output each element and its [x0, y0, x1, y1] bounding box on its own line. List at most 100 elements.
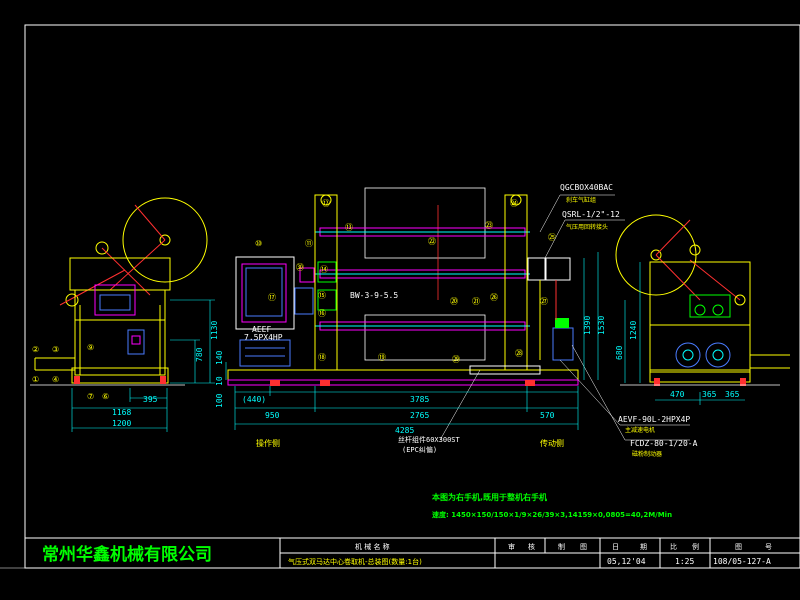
title-block: 常州华鑫机械有限公司 机 械 名 称 审 核 制 图 日 期 比 例 图 号 气… — [24, 537, 800, 569]
left-view-dimensions — [71, 299, 215, 432]
front-view-dimensions — [225, 252, 599, 430]
front-view: ⑩ ⑪ ⑫ ⑬ ⑭ ⑮ ⑯ ⑰ ⑱ ⑲ ⑳ ㉑ ㉒ ㉓ ㉔ ㉕ ㉖ ㉗ ㉘ ㉙ … — [215, 183, 698, 458]
left-frame-body — [74, 289, 166, 376]
part-label: ㉖ — [490, 293, 498, 302]
tb-header-label: 机 械 名 称 — [355, 542, 390, 551]
drawing-title: 气压式双马达中心卷取机-总装图(数量:1台) — [288, 557, 422, 566]
part-label: ㉕ — [548, 233, 556, 242]
dim-label: 140 — [215, 350, 224, 365]
part-label: ㉑ — [472, 297, 480, 306]
dim-label: 1200 — [112, 419, 131, 428]
brake-callout: FCDZ-80-1/20-A — [630, 439, 698, 448]
dim-label: 470 — [670, 390, 685, 399]
right-motor-desc: 主减速电机 — [625, 426, 655, 434]
dim-label: 1390 — [583, 316, 592, 335]
part-label: ① — [32, 375, 39, 384]
left-part-callouts: ② ③ ⑨ ① ④ ⑦ ⑥ — [32, 343, 109, 401]
dim-label: 1130 — [210, 321, 219, 340]
reducer-callout: BW-3-9-5.5 — [350, 291, 398, 300]
tb-header-label: 期 — [640, 543, 647, 551]
part-label: ⑮ — [318, 291, 326, 300]
part-label: ⑰ — [268, 293, 276, 302]
cylinder-desc: 刹车气缸组 — [566, 196, 596, 204]
part-label: ⑲ — [378, 353, 386, 362]
screw-callout: 丝杆组件60X300ST — [398, 435, 461, 444]
dim-label: 2765 — [410, 411, 429, 420]
dim-label: 780 — [195, 347, 204, 362]
dim-label: 950 — [265, 411, 280, 420]
film-roll-bottom — [364, 314, 486, 361]
part-label: ㉘ — [515, 349, 523, 358]
part-label: ⑦ — [87, 392, 94, 401]
note-line-1: 本图为右手机,既用于整机右手机 — [431, 492, 547, 502]
part-label: ⑨ — [87, 343, 94, 352]
tb-header-label: 审 — [508, 542, 515, 551]
dim-label: 1240 — [629, 321, 638, 340]
part-label: ㉔ — [510, 199, 518, 208]
dim-label: 680 — [615, 345, 624, 360]
part-label: ② — [32, 345, 39, 354]
part-label: ⑫ — [322, 199, 330, 208]
screw-assembly — [469, 365, 541, 375]
tb-header-label: 图 — [580, 543, 587, 551]
part-label: ③ — [52, 345, 59, 354]
right-motor-2 — [705, 342, 731, 368]
right-side-view: 1240 680 470 365 365 — [615, 214, 790, 405]
tb-header-label: 图 — [735, 543, 742, 551]
side-motor — [239, 339, 291, 367]
drawing-frame — [24, 24, 800, 569]
tb-header-label: 比 — [670, 542, 677, 551]
right-view-dimensions — [624, 262, 745, 405]
dim-label: 1168 — [112, 408, 131, 417]
part-label: ⑯ — [318, 309, 326, 318]
dim-label: 365 — [725, 390, 740, 399]
cylinder-callout: QGCBOX40BAC — [560, 183, 613, 192]
drawing-date: 05,12'04 — [607, 557, 646, 566]
dim-label: 100 — [215, 393, 224, 408]
left-reel-large — [122, 197, 208, 283]
tb-header-label: 日 — [612, 543, 619, 551]
tb-header-label: 号 — [765, 543, 772, 551]
dim-label: 570 — [540, 411, 555, 420]
part-label: ㉒ — [428, 237, 436, 246]
note-line-2: 速度: 1450×150/150×1/9×26/39×3,14159×0,080… — [432, 510, 672, 519]
left-base — [71, 367, 169, 384]
part-label: ⑳ — [450, 297, 458, 306]
dim-label: 10 — [215, 376, 224, 386]
left-side-view: ② ③ ⑨ ① ④ ⑦ ⑥ 1168 1200 395 780 — [30, 197, 219, 432]
dim-label: 365 — [702, 390, 717, 399]
dim-label: 395 — [143, 395, 158, 404]
tb-header-label: 制 — [558, 542, 565, 551]
notes: 本图为右手机,既用于整机右手机 速度: 1450×150/150×1/9×26/… — [431, 492, 672, 519]
drawing-scale: 1:25 — [675, 557, 694, 566]
screw-desc: (EPC纠偏) — [402, 445, 437, 454]
joint-desc: 气压用回转接头 — [566, 223, 608, 231]
part-label: ㉗ — [540, 297, 548, 306]
film-roll-top — [364, 187, 486, 259]
right-frame-body — [649, 261, 751, 373]
drive-side-label: 传动侧 — [540, 438, 564, 448]
part-label: ④ — [52, 375, 59, 384]
part-label: ㉚ — [296, 263, 304, 272]
operate-side-label: 操作侧 — [256, 438, 280, 448]
base-beam — [227, 369, 579, 381]
tb-header-label: 例 — [692, 542, 699, 551]
part-label: ⑭ — [320, 265, 328, 274]
part-label: ⑱ — [318, 353, 326, 362]
part-label: ⑬ — [345, 223, 353, 232]
right-motor-1 — [675, 342, 701, 368]
motor-spec-callout: 7.5PX4HP — [244, 333, 283, 342]
part-label: ⑥ — [102, 392, 109, 401]
part-label: ㉓ — [485, 221, 493, 230]
dim-label: 3785 — [410, 395, 429, 404]
part-label: ⑩ — [255, 239, 262, 248]
part-label: ㉙ — [452, 355, 460, 364]
brake-desc: 磁粉制动器 — [632, 450, 662, 458]
dim-label: 4285 — [395, 426, 414, 435]
magnetic-brake — [552, 327, 574, 361]
company-name: 常州华鑫机械有限公司 — [42, 544, 212, 565]
front-part-callouts: ⑩ ⑪ ⑫ ⑬ ⑭ ⑮ ⑯ ⑰ ⑱ ⑲ ⑳ ㉑ ㉒ ㉓ ㉔ ㉕ ㉖ ㉗ ㉘ ㉙ … — [255, 199, 556, 364]
right-motor-callout: AEVF-90L-2HPX4P — [618, 415, 690, 424]
part-label: ⑪ — [305, 239, 313, 248]
